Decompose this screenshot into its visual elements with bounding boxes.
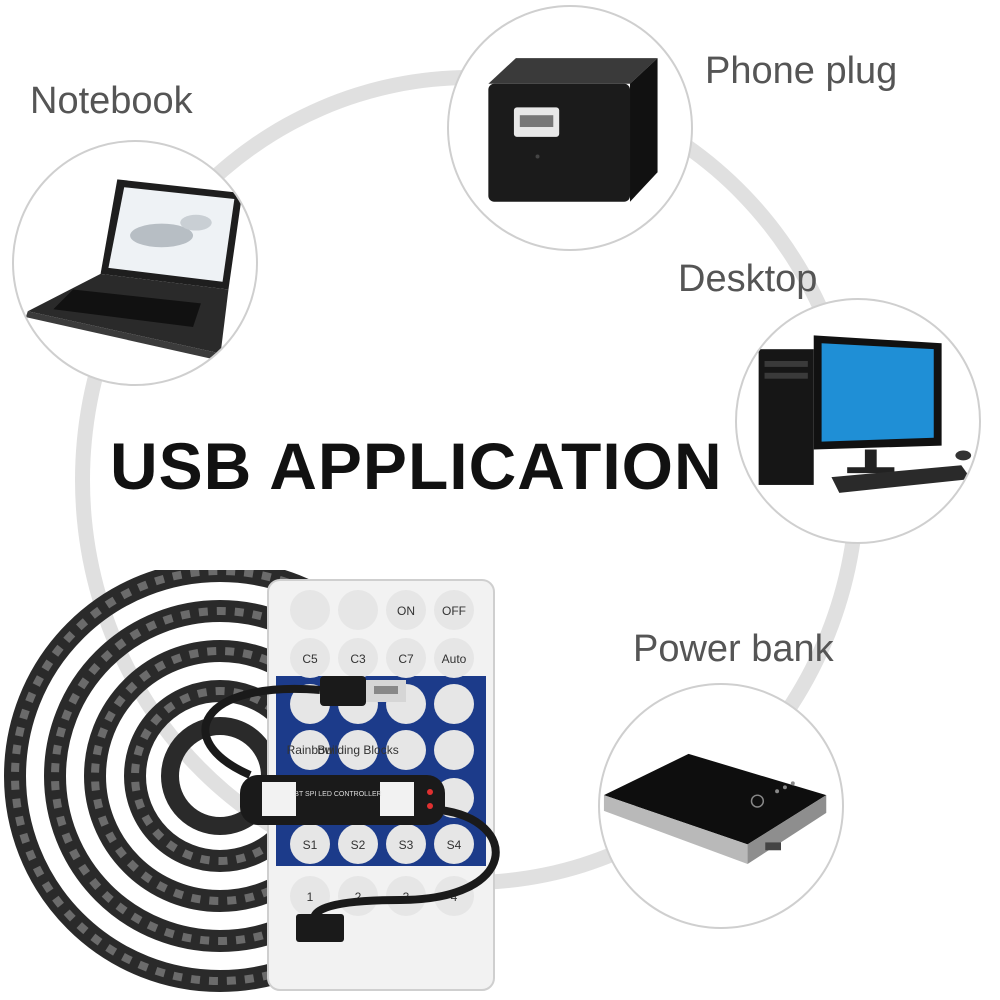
remote-s1-button[interactable]: S1 — [303, 838, 318, 852]
desktop-label: Desktop — [678, 258, 818, 300]
desktop-computer-icon — [758, 335, 972, 493]
remote-s3-button[interactable]: S3 — [399, 838, 414, 852]
remote-s2-button[interactable]: S2 — [351, 838, 366, 852]
remote-building-blocks-button[interactable]: Building Blocks — [317, 743, 398, 757]
product-illustration: ON OFF C5 C3 C7 Auto Rainbow Building Bl… — [0, 570, 520, 1000]
usb-wall-charger-icon — [488, 58, 658, 202]
desktop-device — [735, 298, 981, 544]
remote-music-2-button[interactable]: 2 — [355, 890, 362, 904]
notebook-label: Notebook — [30, 80, 193, 122]
remote-on-button[interactable]: ON — [397, 604, 415, 618]
remote-off-button[interactable]: OFF — [442, 604, 466, 618]
controller-label: BT SPI LED CONTROLLER — [294, 791, 381, 798]
remote-auto-button[interactable]: Auto — [442, 652, 467, 666]
laptop-icon — [25, 179, 243, 361]
remote-music-1-button[interactable]: 1 — [307, 890, 314, 904]
connector — [296, 914, 344, 942]
phone-plug-label: Phone plug — [705, 50, 898, 92]
power-bank-icon — [603, 753, 827, 865]
remote-c5-button[interactable]: C5 — [302, 652, 318, 666]
remote-rainbow-button[interactable]: Rainbow — [287, 743, 334, 757]
led-product-image: ON OFF C5 C3 C7 Auto Rainbow Building Bl… — [4, 570, 500, 992]
phone-plug-device — [447, 5, 693, 251]
bt-controller: BT SPI LED CONTROLLER — [240, 775, 445, 825]
power-bank-label: Power bank — [633, 628, 834, 670]
remote-c7-button[interactable]: C7 — [398, 652, 414, 666]
power-bank-device — [598, 683, 844, 929]
notebook-device — [12, 140, 258, 386]
headline: USB APPLICATION — [110, 429, 723, 503]
usb-cable — [201, 684, 500, 933]
remote-s4-button[interactable]: S4 — [447, 838, 462, 852]
remote-c3-button[interactable]: C3 — [350, 652, 366, 666]
usb-plug — [320, 676, 406, 706]
